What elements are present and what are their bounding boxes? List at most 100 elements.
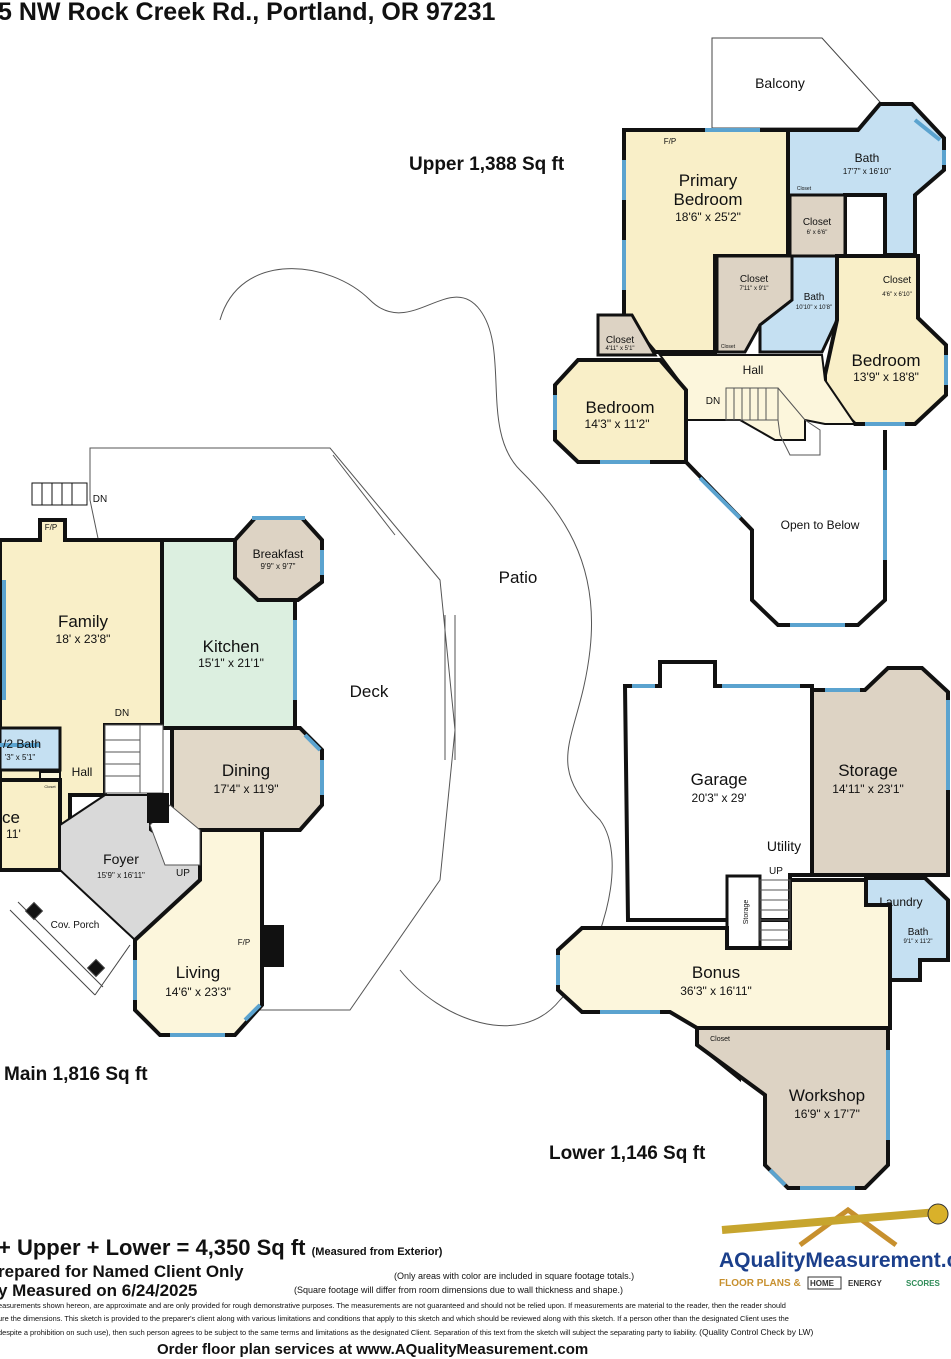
primary-bedroom-label-2: Bedroom (674, 190, 743, 209)
closet-5-label: Closet (721, 344, 736, 350)
breakfast-label: Breakfast (253, 547, 304, 561)
living-label: Living (176, 963, 220, 982)
lower-level-title: Lower 1,146 Sq ft (549, 1143, 706, 1164)
dims-note: (Square footage will differ from room di… (294, 1285, 624, 1295)
main-level: DN F/P Family 18' x 23'8" Kitchen 15'1" … (0, 482, 538, 1085)
upper-bath-label: Bath (855, 151, 880, 165)
patio-label: Patio (499, 568, 538, 587)
qc-note: (Quality Control Check by LW) (699, 1327, 814, 1337)
logo-floor-plans: FLOOR PLANS & (719, 1278, 801, 1289)
upper-stairs (725, 387, 821, 456)
foyer-label: Foyer (103, 851, 139, 867)
lower-bath-dim: 9'1" x 11'2" (903, 939, 932, 945)
family-dim: 18' x 23'8" (56, 632, 111, 646)
main-up-mark: UP (176, 868, 190, 879)
main-stairs (104, 724, 201, 866)
upper-level: Upper 1,388 Sq ft Balcony F/P Primary Be… (409, 37, 948, 627)
logo-home: HOME (810, 1279, 835, 1288)
storage-small-label: Storage (743, 900, 750, 925)
open-to-below-label: Open to Below (781, 518, 860, 532)
total-area-text: + Upper + Lower = 4,350 Sq ft (0, 1235, 306, 1260)
lower-bath-label: Bath (908, 927, 929, 938)
covered-porch (9, 901, 131, 996)
upper-dn-mark: DN (706, 396, 720, 407)
tape-measure-icon (721, 1208, 939, 1234)
property-address: 5 NW Rock Creek Rd., Portland, OR 97231 (0, 0, 495, 26)
primary-bedroom-dim: 18'6" x 25'2" (675, 210, 741, 224)
logo-scores: SCORES (906, 1279, 940, 1288)
lower-stairs (759, 879, 791, 941)
closet-3-dim: 4'6" x 6'10" (882, 292, 912, 298)
kitchen-dim: 15'1" x 21'1" (198, 656, 264, 670)
prepared-for: repared for Named Client Only (0, 1262, 244, 1281)
utility-label: Utility (767, 838, 801, 854)
closet-4-label: Closet (606, 335, 635, 346)
half-bath-label: /2 Bath (3, 737, 41, 751)
fp-mark-upper: F/P (664, 137, 676, 146)
office-dim: 11' (6, 827, 21, 841)
primary-bedroom-label-1: Primary (679, 171, 738, 190)
upper-bedroom-east-dim: 13'9" x 18'8" (853, 370, 919, 384)
upper-bedroom-east-label: Bedroom (852, 351, 921, 370)
open-to-below (684, 430, 887, 627)
balcony-label: Balcony (755, 75, 805, 91)
garage-dim: 20'3" x 29' (692, 791, 747, 805)
lower-closet-label: Closet (710, 1036, 730, 1043)
footer-link[interactable]: Order floor plan services at www.AQualit… (157, 1341, 589, 1358)
cov-porch-label: Cov. Porch (51, 920, 100, 931)
fp-mark-living: F/P (238, 938, 250, 947)
disclaimer-line-3: despite a prohibition on such use), then… (0, 1327, 813, 1337)
breakfast-dim: 9'9" x 9'7" (261, 562, 296, 571)
bonus-label: Bonus (692, 963, 740, 982)
total-area-note: (Measured from Exterior) (311, 1246, 443, 1258)
main-hall-label: Hall (72, 765, 93, 779)
workshop-dim: 16'9" x 17'7" (794, 1107, 860, 1121)
lower-level: Garage 20'3" x 29' Storage 14'11" x 23'1… (549, 660, 950, 1190)
main-level-title: Main 1,816 Sq ft (4, 1064, 148, 1085)
storage-room (810, 666, 950, 877)
half-bath-dim: '3" x 5'1" (5, 753, 36, 762)
main-dn-top: DN (93, 494, 107, 505)
office-label: ce (2, 808, 20, 827)
upper-level-title: Upper 1,388 Sq ft (409, 154, 565, 175)
storage-label: Storage (838, 761, 898, 780)
dining-label: Dining (222, 761, 270, 780)
family-label: Family (58, 612, 109, 631)
upper-bath-dim: 17'7" x 16'10" (843, 167, 891, 176)
upper-bedroom-west-label: Bedroom (586, 398, 655, 417)
upper-bedroom-east (823, 254, 948, 426)
fp-mark-family: F/P (45, 523, 57, 532)
living-dim: 14'6" x 23'3" (165, 985, 231, 999)
workshop-label: Workshop (789, 1086, 865, 1105)
logo-energy: ENERGY (848, 1279, 882, 1288)
company-logo: AQualityMeasurement.com FLOOR PLANS & HO… (719, 1203, 951, 1290)
closet-3-label: Closet (883, 275, 912, 286)
bonus-dim: 36'3" x 16'11" (680, 984, 752, 998)
stair-block (147, 793, 169, 823)
house-roof-icon (798, 1206, 898, 1248)
deck-label: Deck (350, 682, 389, 701)
garage-label: Garage (691, 770, 748, 789)
kitchen-label: Kitchen (203, 637, 260, 656)
disclaimer-line-3-text: despite a prohibition on such use), then… (0, 1328, 698, 1337)
closet-1-label: Closet (803, 217, 832, 228)
lower-up-mark: UP (769, 866, 783, 877)
dining-dim: 17'4" x 11'9" (214, 782, 279, 796)
foyer-dim: 15'9" x 16'11" (97, 871, 145, 880)
color-note: (Only areas with color are included in s… (394, 1271, 635, 1281)
upper-bath-2-dim: 10'10" x 10'8" (796, 305, 832, 311)
storage-dim: 14'11" x 23'1" (832, 782, 904, 796)
bonus-room (556, 878, 892, 1030)
measured-date: y Measured on 6/24/2025 (0, 1281, 198, 1300)
upper-bedroom-west-dim: 14'3" x 11'2" (585, 417, 650, 431)
main-closet-label: Closet (44, 784, 56, 789)
closet-2-label: Closet (740, 274, 769, 285)
breakfast-nook (233, 516, 324, 602)
disclaimer-line-1: easurements shown hereon, are approximat… (0, 1301, 786, 1310)
living-room (133, 828, 264, 1037)
family-stair-dn (31, 482, 88, 506)
disclaimer-line-2: ure the dimensions. This sketch is provi… (0, 1314, 789, 1323)
half-bath (0, 726, 62, 772)
upper-bath-2-label: Bath (804, 292, 825, 303)
